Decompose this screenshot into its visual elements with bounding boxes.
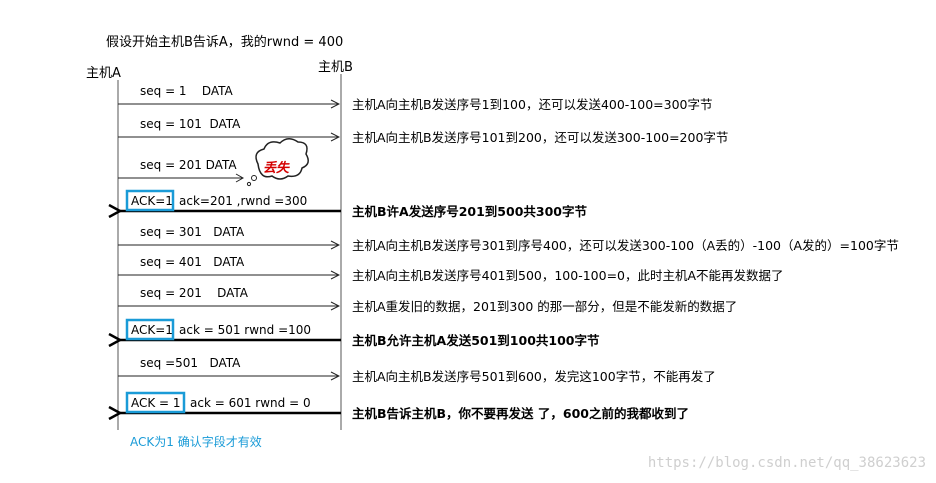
ack-flag-box [125,318,175,341]
message-row: seq = 201 DATA 丢失 [118,138,309,187]
diagram-title: 假设开始主机B告诉A，我的rwnd = 400 [106,34,343,50]
lost-arrowhead [235,173,245,183]
ack-label: ack = 501 rwnd =100 [179,323,311,337]
ack-flag-box [125,391,186,414]
message-label: seq =501 DATA [140,356,241,370]
watermark: https://blog.csdn.net/qq_38623623 [647,455,926,471]
ack-flag-box [125,189,175,212]
message-row: seq = 401 DATA 主机A向主机B发送序号401到500，100-100… [118,255,784,283]
message-row: seq = 201 DATA 主机A重发旧的数据，201到300 的那一部分，但是… [118,286,737,314]
ack-label: ack = 601 rwnd = 0 [190,396,311,410]
message-row: ACK=1 ack=201 ,rwnd =300 主机B许A发送序号201到500共… [120,189,587,219]
message-label: seq = 1 DATA [140,84,234,98]
message-row: seq = 1 DATA 主机A向主机B发送序号1到100，还可以发送400-10… [118,84,713,112]
message-row: seq = 301 DATA 主机A向主机B发送序号301到序号400，还可以发送… [118,225,899,253]
loss-label: 丢失 [263,160,290,176]
message-row: ACK=1 ack = 501 rwnd =100 主机B允许主机A发送501到10… [120,318,600,348]
message-label: seq = 401 DATA [140,255,245,269]
message-label: seq = 201 DATA [140,286,249,300]
ack-label: ack=201 ,rwnd =300 [179,194,307,208]
ack-flag-text: ACK = 1 [131,396,181,410]
message-note: 主机B告诉主机B，你不要再发送 了，600之前的我都收到了 [352,406,689,421]
message-list: seq = 1 DATA 主机A向主机B发送序号1到100，还可以发送400-10… [118,84,899,421]
message-label: seq = 101 DATA [140,117,241,131]
message-note: 主机B允许主机A发送501到100共100字节 [352,333,600,348]
footer-note: ACK为1 确认字段才有效 [130,434,262,449]
message-label: seq = 201 DATA [140,158,237,172]
message-row: ACK = 1 ack = 601 rwnd = 0 主机B告诉主机B，你不要再发送… [120,391,689,421]
host-a-label: 主机A [86,66,121,81]
ack-flag-text: ACK=1 [131,323,173,337]
message-note: 主机A向主机B发送序号401到500，100-100=0，此时主机A不能再发数据… [352,268,784,283]
message-note: 主机A向主机B发送序号301到序号400，还可以发送300-100（A丢的）-1… [352,238,899,253]
message-note: 主机B许A发送序号201到500共300字节 [352,204,587,219]
message-note: 主机A重发旧的数据，201到300 的那一部分，但是不能发新的数据了 [352,299,737,314]
message-label: seq = 301 DATA [140,225,245,239]
message-row: seq = 101 DATA 主机A向主机B发送序号101到200，还可以发送30… [118,117,728,145]
message-note: 主机A向主机B发送序号101到200，还可以发送300-100=200字节 [352,130,728,145]
message-row: seq =501 DATA 主机A向主机B发送序号501到600，发完这100字节… [118,356,716,384]
message-note: 主机A向主机B发送序号1到100，还可以发送400-100=300字节 [352,97,713,112]
loss-cloud: 丢失 [246,138,309,187]
host-b-label: 主机B [318,60,353,75]
ack-flag-text: ACK=1 [131,194,173,208]
message-note: 主机A向主机B发送序号501到600，发完这100字节，不能再发了 [352,369,716,384]
